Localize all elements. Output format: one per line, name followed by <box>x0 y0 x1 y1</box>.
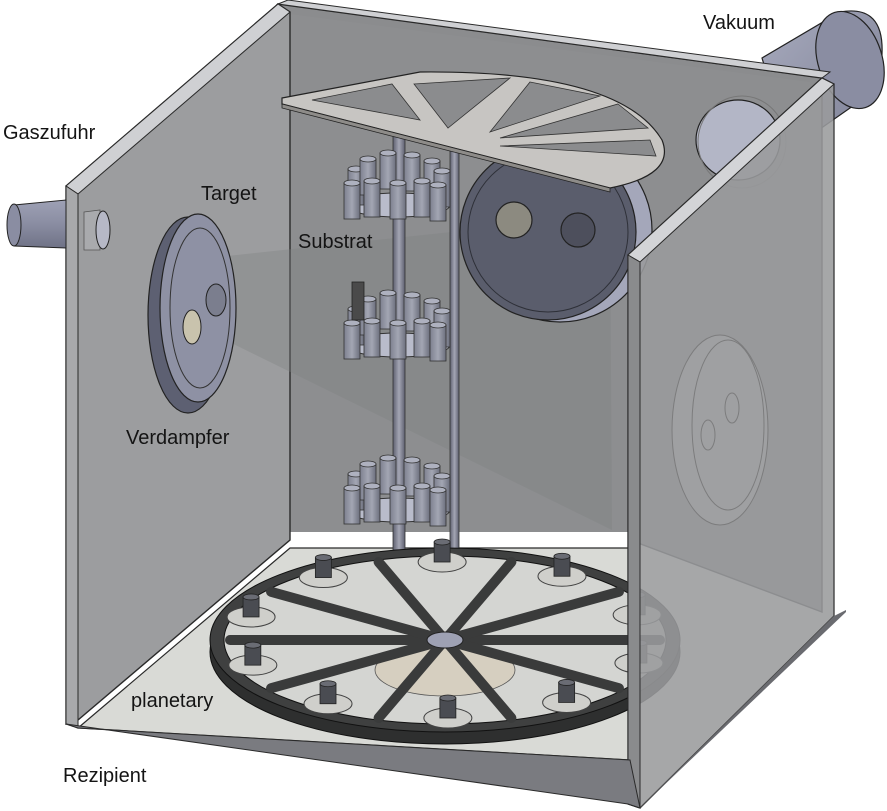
substrate-cylinder <box>379 289 397 330</box>
substrate-cylinder <box>363 482 381 523</box>
label-evaporator: Verdampfer <box>126 427 230 449</box>
evaporator-disk <box>147 213 237 414</box>
substrate-cylinder <box>413 177 431 218</box>
gear-spoke <box>440 635 624 694</box>
gear-spoke <box>440 635 517 723</box>
substrate-cylinder <box>389 179 407 220</box>
gear-spoke <box>266 586 450 645</box>
substrate-cylinder <box>429 486 447 527</box>
label-target: Target <box>201 183 257 205</box>
gas-inlet-pipe <box>6 199 111 251</box>
substrate-cylinder <box>429 321 447 362</box>
ghost-disk <box>671 334 769 526</box>
gear-spoke <box>440 557 517 645</box>
gear-spoke <box>373 635 450 723</box>
label-gas-inlet: Gaszufuhr <box>3 122 96 144</box>
substrate-cylinder <box>379 149 397 190</box>
planetary-gear <box>209 538 681 745</box>
planet-gear <box>417 538 467 573</box>
substrate-cylinder <box>389 484 407 525</box>
substrate-carousels <box>343 149 451 527</box>
substrate-cylinder <box>389 319 407 360</box>
holder-top-plate <box>281 71 665 193</box>
gear-hub <box>426 631 464 649</box>
substrate-cylinder <box>343 319 361 360</box>
substrate-carousel <box>343 149 451 222</box>
substrate-cylinder <box>413 482 431 523</box>
planet-gear <box>537 552 587 587</box>
substrate-carousel <box>343 281 451 362</box>
substrate-cylinder <box>363 317 381 358</box>
gear-spoke <box>440 586 624 645</box>
label-vacuum: Vakuum <box>703 12 775 34</box>
substrate-cylinder <box>363 177 381 218</box>
substrate-cylinder <box>343 179 361 220</box>
substrate-cylinder <box>343 484 361 525</box>
label-chamber: Rezipient <box>63 765 147 787</box>
planet-gear <box>542 679 592 713</box>
gear-spoke <box>373 557 450 645</box>
planet-gear <box>226 593 276 628</box>
substrate-carousel <box>343 454 451 527</box>
planet-gear <box>228 641 278 676</box>
planet-gear <box>298 554 348 589</box>
substrate-cylinder <box>429 181 447 222</box>
label-planetary: planetary <box>131 690 214 712</box>
planet-gear <box>303 680 353 715</box>
substrate-cylinder <box>413 317 431 358</box>
label-substrate: Substrat <box>298 231 373 253</box>
drill-bit <box>351 281 365 321</box>
substrate-cylinder <box>379 454 397 495</box>
gear-spoke <box>266 635 450 694</box>
planet-gear <box>423 694 473 729</box>
